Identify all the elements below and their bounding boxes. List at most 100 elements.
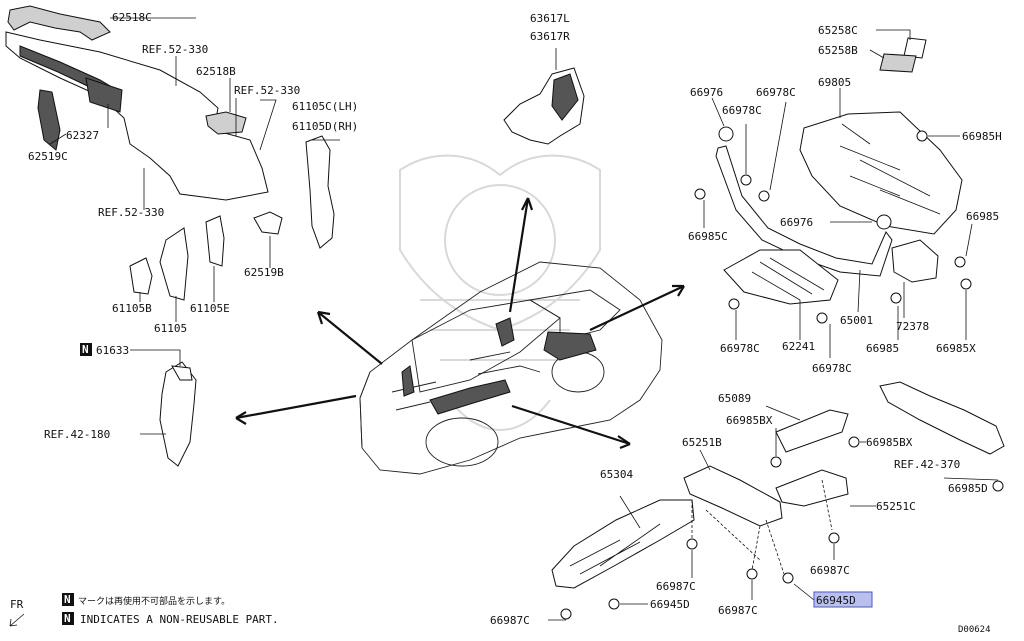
- vehicle-outline: [359, 261, 663, 475]
- front-indicator: FR: [9, 598, 25, 627]
- label-66985-a: 66985: [966, 210, 999, 223]
- legend-jp-text: マークは再使用不可部品を示します。: [78, 595, 230, 607]
- pad-62519C: [37, 89, 61, 151]
- n-mark-61633-text: N: [82, 343, 89, 356]
- dash-insulator-62518C: [7, 5, 111, 41]
- pad-62327: [85, 77, 123, 113]
- vehicle-part-front: [429, 379, 511, 415]
- vehicle-part-cowl: [495, 317, 515, 347]
- under-cover-group: [551, 381, 1005, 620]
- bolt-66985X: [960, 278, 972, 290]
- label-62519C: 62519C: [28, 150, 68, 163]
- label-65258C: 65258C: [818, 24, 858, 37]
- label-ref52-330-c: REF.52-330: [98, 206, 164, 219]
- n-mark-legend-1-text: N: [64, 593, 71, 606]
- label-66978C-a: 66978C: [722, 104, 762, 117]
- label-66985BX-a: 66985BX: [726, 414, 773, 427]
- label-65089: 65089: [718, 392, 751, 405]
- bolt-66987C-a: [686, 538, 698, 550]
- label-61105C: 61105C(LH): [292, 100, 358, 113]
- pad-62519B: [253, 211, 283, 235]
- bolt-66985BX-a: [770, 456, 782, 468]
- tape-65258C: [903, 37, 927, 59]
- label-66976-a: 66976: [690, 86, 723, 99]
- bolt-66987C-d: [560, 608, 572, 620]
- label-66976-b: 66976: [780, 216, 813, 229]
- trim-61105: [159, 227, 189, 301]
- label-62241: 62241: [782, 340, 815, 353]
- n-mark-legend-2-text: N: [64, 612, 71, 625]
- nut-66978C-b: [758, 190, 770, 202]
- n-mark-legend-1: [62, 593, 74, 606]
- nut-66978C-a: [740, 174, 752, 186]
- trim-61105B: [129, 257, 153, 295]
- label-66978C-c: 66978C: [720, 342, 760, 355]
- label-65251C: 65251C: [876, 500, 916, 513]
- label-ref52-330-b: REF.52-330: [234, 84, 300, 97]
- label-66985D: 66985D: [948, 482, 988, 495]
- leader-lines-right-bottom: [548, 405, 999, 621]
- grommet-66976-b: [876, 214, 892, 230]
- cover-65251C: [775, 469, 849, 507]
- highlight-66945D: [813, 591, 873, 608]
- cover-65089: [775, 409, 849, 453]
- bolt-66985BX-b: [848, 436, 860, 448]
- callout-arrows: [235, 197, 685, 450]
- legend-en-text: INDICATES A NON-REUSABLE PART.: [80, 613, 279, 626]
- legend: N マークは再使用不可部品を示します。 N INDICATES A NON-RE…: [62, 593, 279, 626]
- label-66987C-c: 66987C: [718, 604, 758, 617]
- label-ref42-370: REF.42-370: [894, 458, 960, 471]
- leader-lines-right-top: [703, 88, 973, 358]
- mount-72378: [891, 239, 939, 283]
- label-61105: 61105: [154, 322, 187, 335]
- bolt-66985-a: [954, 256, 966, 268]
- label-ref42-180: REF.42-180: [44, 428, 110, 441]
- label-65258B: 65258B: [818, 44, 858, 57]
- label-62327: 62327: [66, 129, 99, 142]
- tape-65258B: [879, 53, 917, 73]
- bolt-66985-b: [890, 292, 902, 304]
- label-62519B: 62519B: [244, 266, 284, 279]
- cover-65304: [551, 499, 695, 589]
- label-65001: 65001: [840, 314, 873, 327]
- label-61633: 61633: [96, 344, 129, 357]
- nut-66978C-c: [728, 298, 740, 310]
- nut-66978C-d: [816, 312, 828, 324]
- label-66945D-b: 66945D: [816, 594, 856, 607]
- label-66987C-d: 66987C: [490, 614, 530, 627]
- label-66985-b: 66985: [866, 342, 899, 355]
- bolt-66987C-c: [746, 568, 758, 580]
- label-65304: 65304: [600, 468, 633, 481]
- label-66978C-b: 66978C: [756, 86, 796, 99]
- guard-62241: [723, 249, 839, 305]
- bolt-66987C-b: [828, 532, 840, 544]
- bolt-66985D: [992, 480, 1004, 492]
- nut-66945D-a: [608, 598, 620, 610]
- fr-label: FR: [10, 598, 24, 611]
- dash-insulator-group: [5, 5, 335, 467]
- label-62518B: 62518B: [196, 65, 236, 78]
- n-mark-61633: [80, 343, 92, 356]
- label-ref52-330-a: REF.52-330: [142, 43, 208, 56]
- clip-61633: [171, 365, 193, 381]
- leader-lines-left: [49, 17, 340, 435]
- label-61105B: 61105B: [112, 302, 152, 315]
- label-66987C-b: 66987C: [810, 564, 850, 577]
- label-66985H: 66985H: [962, 130, 1002, 143]
- label-61105D: 61105D(RH): [292, 120, 358, 133]
- label-66985X: 66985X: [936, 342, 976, 355]
- label-61105E: 61105E: [190, 302, 230, 315]
- label-65251B: 65251B: [682, 436, 722, 449]
- grommet-66976-a: [718, 126, 734, 142]
- nut-66945D-b: [782, 572, 794, 584]
- label-63617L: 63617L: [530, 12, 570, 25]
- cover-65251B: [683, 465, 783, 527]
- label-66987C-a: 66987C: [656, 580, 696, 593]
- heat-protector-group: [694, 29, 972, 324]
- pipe-65001: [715, 145, 893, 277]
- label-62518C: 62518C: [112, 11, 152, 24]
- vehicle-part-rear: [543, 331, 597, 361]
- label-69805: 69805: [818, 76, 851, 89]
- protector-69805: [799, 111, 963, 235]
- label-66978C-d: 66978C: [812, 362, 852, 375]
